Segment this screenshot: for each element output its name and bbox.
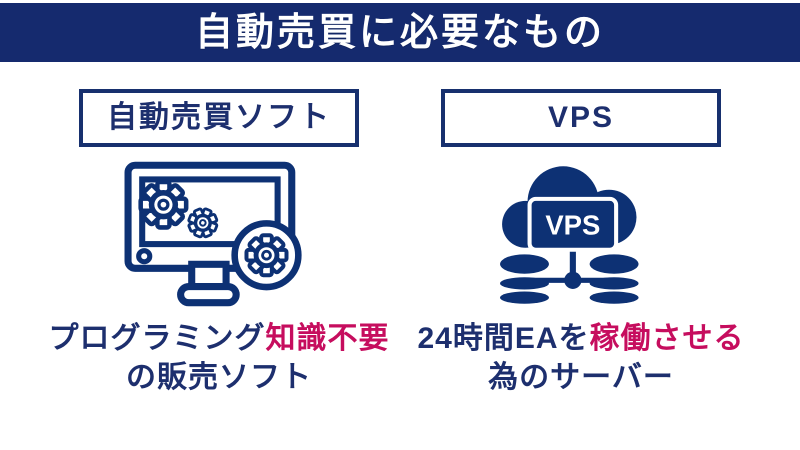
vps-caption-line1-highlight: 稼働させる [589,322,745,355]
software-caption-line1-highlight: 知識不要 [265,322,390,355]
vps-caption-line2: 為のサーバー [488,361,674,394]
page-title: 自動売買に必要なもの [194,11,605,54]
software-label-box: 自動売買ソフト [79,89,359,147]
column-vps: VPS [400,62,762,450]
header-banner: 自動売買に必要なもの [0,3,800,62]
columns-container: 自動売買ソフト [0,62,800,450]
vps-caption: 24時間EAを稼働させる 為のサーバー [417,319,744,397]
monitor-gears-icon [123,157,315,313]
software-label: 自動売買ソフト [107,101,331,134]
software-caption: プログラミング知識不要 の販売ソフト [49,319,390,397]
software-caption-line1-normal: プログラミング [48,322,266,355]
vps-label-box: VPS [441,89,721,147]
cloud-vps-database-icon: VPS [497,157,665,313]
vps-caption-line1-normal: 24時間EAを [417,322,590,355]
vps-sign-text: VPS [545,209,600,240]
vps-label: VPS [547,101,615,134]
column-software: 自動売買ソフト [38,62,400,450]
software-caption-line2: の販売ソフト [126,361,312,394]
